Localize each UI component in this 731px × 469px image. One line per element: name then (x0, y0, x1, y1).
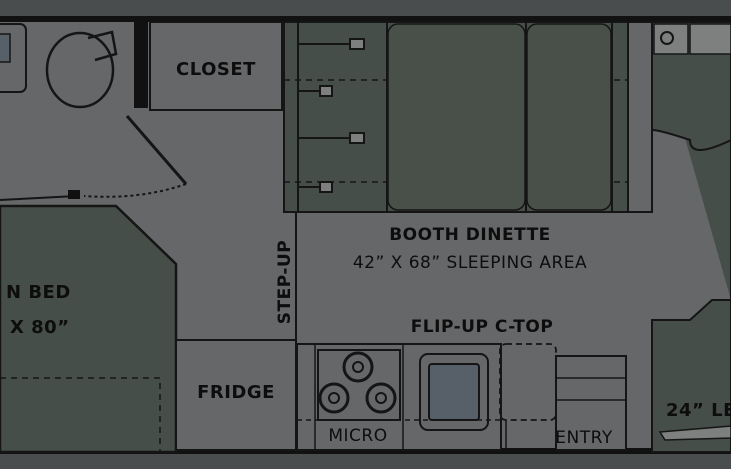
kitchen-sink-icon (419, 353, 489, 431)
booth-dinette (283, 21, 630, 213)
fridge-label: FRIDGE (197, 382, 275, 403)
right-partial-label: 24” LE (666, 400, 731, 421)
closet-box (149, 21, 283, 111)
closet-label: CLOSET (176, 59, 256, 80)
entry-label: ENTRY (555, 428, 613, 448)
top-wall (0, 16, 731, 22)
seatbelt-icon (298, 38, 365, 193)
toilet-icon (45, 30, 118, 109)
right-room (627, 21, 731, 453)
stovetop-icon (317, 349, 401, 421)
bed-label-line1: N BED (6, 282, 71, 303)
step-up-label: STEP-UP (275, 240, 295, 324)
bathroom-wall (134, 20, 148, 108)
booth-dinette-label: BOOTH DINETTE (389, 225, 551, 245)
entry-steps (505, 355, 627, 451)
bed-label-line2: X 80” (10, 317, 70, 338)
micro-label: MICRO (328, 426, 387, 446)
door-swing-icon (0, 115, 188, 201)
flip-up-ctop-label: FLIP-UP C-TOP (411, 317, 554, 337)
sleeping-area-label: 42” X 68” SLEEPING AREA (353, 253, 587, 273)
sink-icon (0, 23, 27, 93)
